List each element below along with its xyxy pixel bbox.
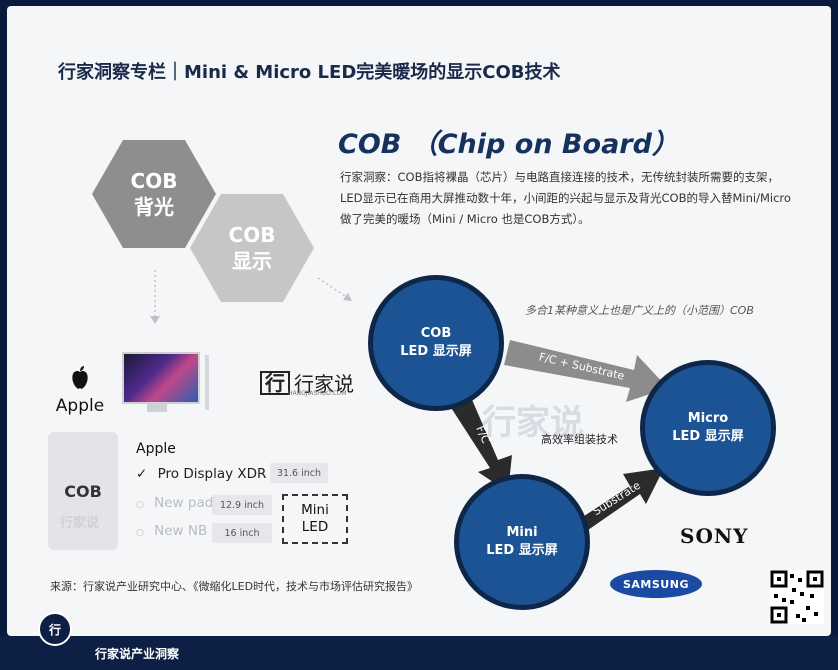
monitor-stand [147, 402, 167, 412]
node-cob-led-display: COB LED 显示屏 [368, 275, 504, 411]
check-icon: ✓ [136, 466, 148, 482]
product-row: ✓ Pro Display XDR [136, 466, 266, 482]
mini-led-box: Mini LED [282, 494, 348, 544]
product-row: ○ New pad [136, 495, 213, 511]
qr-code [770, 570, 824, 624]
hjs-logo: 行 行家说 HANGJIASHUO.COM [260, 368, 354, 397]
product-row: ○ New NB [136, 523, 207, 539]
monitor-side-view [205, 355, 209, 410]
hexagon-line1: COB [228, 223, 276, 247]
product-name: Pro Display XDR [157, 466, 267, 482]
node-line1: Micro [687, 411, 729, 426]
node-line1: Mini [506, 525, 538, 540]
pro-display-image [122, 352, 200, 404]
hjs-logo-icon: 行 [260, 370, 290, 395]
watermark-small: 行家说 [60, 516, 100, 531]
watermark-hjs: 行家说 [482, 403, 584, 443]
apple-icon [52, 365, 108, 396]
hex-right-arrowhead [343, 293, 352, 301]
footer-logo-icon: 行 [38, 612, 72, 646]
radio-icon: ○ [136, 500, 144, 510]
node-micro-led-display: Micro LED 显示屏 [640, 360, 776, 496]
radio-icon: ○ [136, 528, 144, 538]
hexagon-line2: 显示 [232, 249, 272, 273]
apple-brand-name: Apple [55, 396, 105, 416]
node-line2: LED 显示屏 [400, 344, 472, 359]
product-size: 16 inch [212, 523, 272, 543]
hexagon-line1: COB [130, 169, 178, 193]
hjs-logo-text: 行家说 [294, 372, 354, 396]
sony-logo: SONY [680, 524, 749, 548]
arrow-cob-to-micro [504, 340, 668, 402]
diagram-annotation: 多合1某种意义上也是广义上的（小范围）COB [525, 304, 754, 317]
page-title: 行家洞察专栏｜Mini & Micro LED完美暖场的显示COB技术 [58, 62, 561, 83]
arrow-cob-to-mini [448, 395, 512, 492]
arrow-mini-to-micro [578, 468, 664, 530]
node-mini-led-display: Mini LED 显示屏 [454, 474, 590, 610]
hex-right-arrow [317, 277, 349, 299]
samsung-logo: SAMSUNG [610, 570, 702, 598]
source-note: 来源：行家说产业研究中心、《微缩化LED时代，技术与市场评估研究报告》 [50, 580, 419, 593]
cob-description: 行家洞察：COB指将裸晶（芯片）与电路直接连接的技术，无传统封装所需要的支架，L… [340, 170, 791, 226]
hex-down-arrowhead [150, 316, 160, 324]
node-line2: LED 显示屏 [672, 429, 744, 444]
hexagon-line2: 背光 [134, 195, 174, 219]
apple-product-label: Apple [136, 441, 176, 457]
product-size: 12.9 inch [212, 495, 272, 515]
node-line2: LED 显示屏 [486, 543, 558, 558]
efficiency-label: 高效率组装技术 [541, 433, 618, 446]
cob-box-label: COB [64, 481, 102, 501]
node-line1: COB [420, 326, 452, 341]
mini-led-line1: Mini [301, 502, 329, 518]
footer-text: 行家说产业洞察 [95, 647, 180, 661]
cob-title: COB （Chip on Board） [338, 129, 679, 160]
product-name: New pad [154, 495, 214, 511]
product-size: 31.6 inch [270, 463, 328, 483]
apple-brand: Apple [52, 365, 108, 416]
hjs-logo-sub: HANGJIASHUO.COM [288, 390, 347, 397]
footer-bar [0, 636, 838, 670]
cob-box: COB [48, 432, 118, 550]
product-name: New NB [154, 523, 208, 539]
mini-led-line2: LED [301, 519, 329, 535]
